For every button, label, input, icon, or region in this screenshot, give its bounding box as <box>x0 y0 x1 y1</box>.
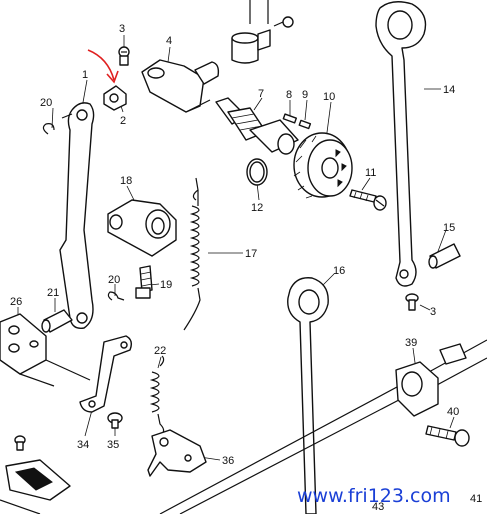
crank-4 <box>141 59 220 113</box>
rod-14 <box>375 1 427 287</box>
pin-21 <box>41 309 73 333</box>
gear-10 <box>293 132 353 199</box>
callout-39: 39 <box>405 337 417 349</box>
bracket-36 <box>147 429 207 477</box>
screw-19 <box>135 265 153 299</box>
red-arrow <box>87 49 119 84</box>
leader-lines <box>17 35 455 461</box>
screw-3-top <box>118 46 130 66</box>
block-18 <box>107 199 177 257</box>
callout-43: 43 <box>372 501 384 513</box>
callout-15: 15 <box>443 222 455 234</box>
callout-20b: 20 <box>108 274 120 286</box>
callout-34: 34 <box>77 439 89 451</box>
callout-41: 41 <box>470 493 482 505</box>
callout-21: 21 <box>47 287 59 299</box>
callout-10: 10 <box>323 91 335 103</box>
callout-3b: 3 <box>430 306 436 318</box>
callout-19: 19 <box>160 279 172 291</box>
pin-15 <box>428 243 461 269</box>
callout-20a: 20 <box>40 97 52 109</box>
callout-4: 4 <box>166 35 172 47</box>
callout-3a: 3 <box>119 23 125 35</box>
clip-20-mid <box>107 291 125 301</box>
ring-12 <box>246 158 268 186</box>
callout-labels: 1 2 3 3 4 7 8 9 10 11 12 14 15 16 17 18 … <box>10 23 482 513</box>
rod-16 <box>287 277 329 514</box>
callout-8: 8 <box>286 89 292 101</box>
screw-35 <box>107 412 123 429</box>
callout-1: 1 <box>82 69 88 81</box>
top-bracket <box>231 0 294 64</box>
clip-20-top <box>42 113 73 135</box>
callout-36: 36 <box>222 455 234 467</box>
callout-40: 40 <box>447 406 459 418</box>
callout-14: 14 <box>443 84 455 96</box>
block-26 <box>0 313 91 387</box>
plate-bottom-left <box>0 435 71 514</box>
collar-39 <box>395 343 467 417</box>
screw-40 <box>425 425 470 447</box>
callout-9: 9 <box>302 89 308 101</box>
callout-7: 7 <box>258 88 264 100</box>
shaft-7 <box>215 97 299 155</box>
nut-2 <box>103 85 127 111</box>
callout-18: 18 <box>120 175 132 187</box>
lever-1 <box>59 102 95 329</box>
callout-11: 11 <box>365 167 376 179</box>
callout-2: 2 <box>120 115 126 127</box>
screw-11 <box>349 189 387 211</box>
bracket-34 <box>79 335 133 413</box>
screw-3-bottom <box>405 293 419 311</box>
watermark: www.fri123.com <box>297 485 451 507</box>
callout-16: 16 <box>333 265 345 277</box>
callout-12: 12 <box>251 202 263 214</box>
callout-26: 26 <box>10 296 22 308</box>
screws-8-9 <box>282 113 312 130</box>
callout-22: 22 <box>154 345 166 357</box>
callout-17: 17 <box>245 248 257 260</box>
callout-35: 35 <box>107 439 119 451</box>
spring-17 <box>183 177 201 331</box>
